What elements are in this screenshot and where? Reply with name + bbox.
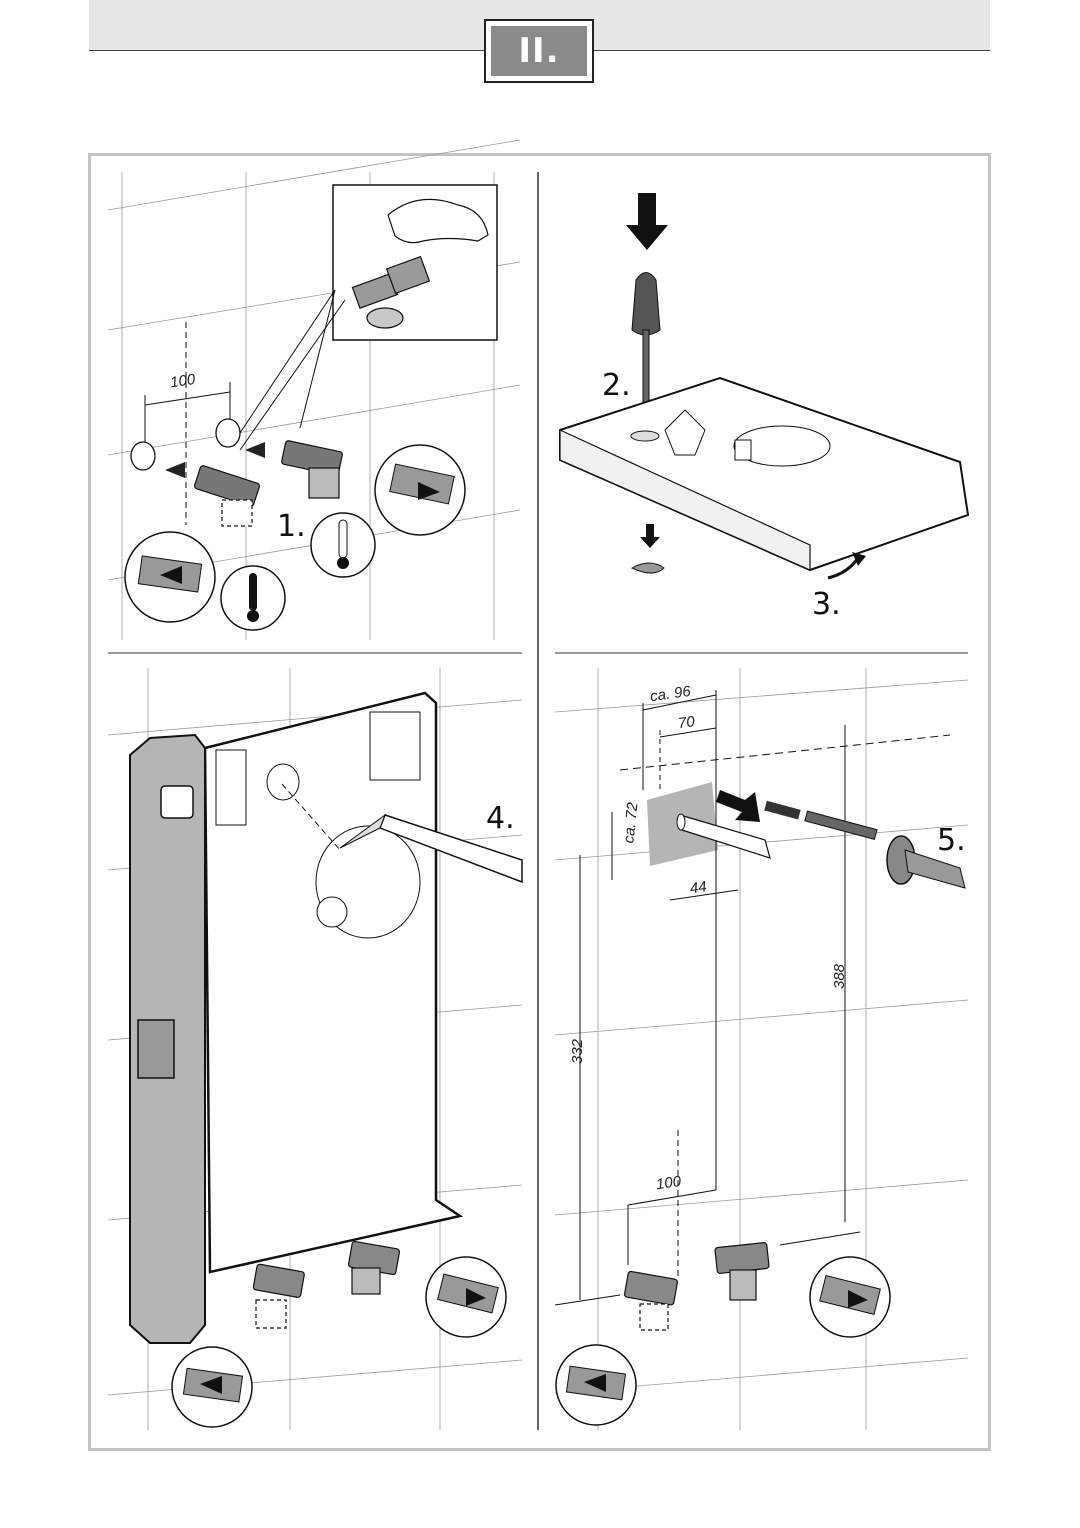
panel-step1: 100 1.: [107, 139, 521, 640]
panel-step4: 4.: [107, 668, 523, 1430]
dimension-width: 70: [677, 713, 697, 732]
spirit-level-icon: [129, 733, 206, 1344]
step-3-label: 3.: [812, 587, 841, 622]
arrow-icon: [716, 790, 760, 822]
step-4-label: 4.: [486, 801, 515, 836]
dimension-width-approx: ca. 96: [649, 683, 692, 706]
section-badge: II.: [484, 19, 594, 83]
dimension-height-approx: ca. 72: [620, 801, 641, 844]
thermometer-icon: [337, 519, 349, 569]
thermometer-icon: [247, 573, 259, 622]
dimension-offset: 44: [689, 878, 708, 897]
instruction-frame: [88, 153, 991, 1451]
panel-step2-3: 2. 3.: [559, 193, 970, 622]
arrow-icon: [626, 193, 668, 250]
step-5-label: 5.: [937, 823, 966, 858]
panel-step5: ca. 96 70 ca. 72 44 332 388 100 5.: [554, 668, 969, 1430]
step-2-label: 2.: [602, 368, 631, 403]
dimension-spacing: 100: [169, 371, 197, 391]
step-1-label: 1.: [277, 509, 306, 544]
dimension-height-left: 332: [569, 1038, 586, 1064]
dimension-height-right: 388: [831, 963, 848, 989]
section-label: II.: [491, 26, 587, 76]
dimension-bottom-spacing: 100: [655, 1173, 683, 1193]
pencil-icon: [339, 813, 523, 884]
